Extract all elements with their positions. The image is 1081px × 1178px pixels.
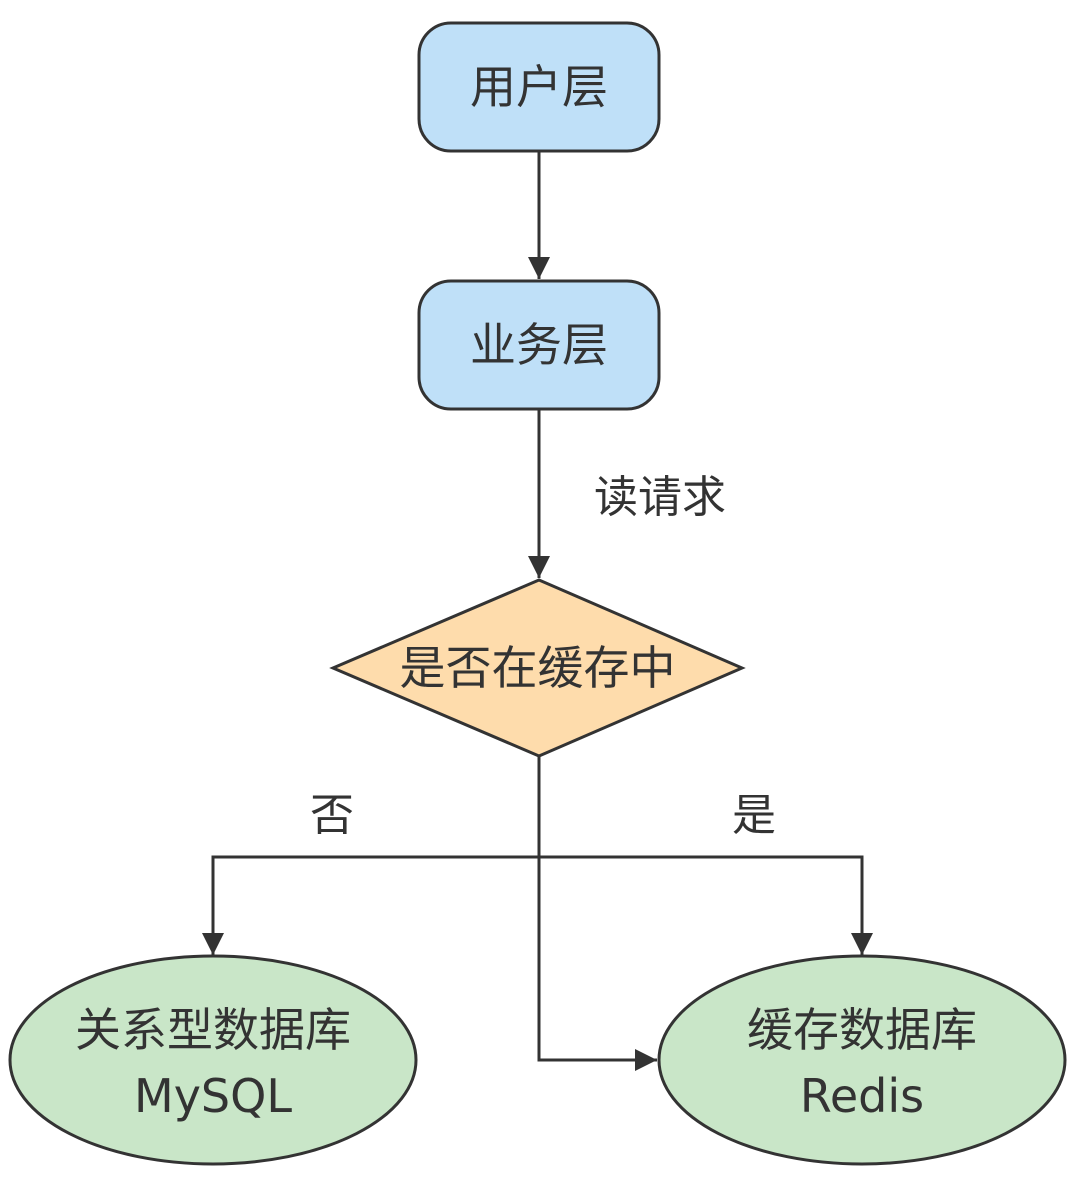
business-layer-label: 业务层 (470, 318, 608, 372)
cache-db-ellipse (657, 954, 1067, 1166)
yes-branch-label: 是 (732, 790, 776, 841)
relational-db-label-line2: MySQL (134, 1069, 292, 1123)
connector-trunk-to-redis-side (537, 857, 657, 1071)
cache-db-label-line2: Redis (799, 1069, 925, 1123)
relational-db-ellipse (8, 954, 418, 1166)
no-branch-label: 否 (310, 790, 354, 841)
connector-no-to-mysql (202, 855, 539, 955)
cache-db-label-line1: 缓存数据库 (747, 1003, 977, 1057)
cache-check-label: 是否在缓存中 (399, 641, 676, 695)
read-request-label: 读请求 (594, 472, 726, 523)
relational-db-label-line1: 关系型数据库 (75, 1003, 351, 1057)
user-layer-label: 用户层 (470, 60, 608, 114)
connector-yes-to-redis (539, 855, 873, 955)
